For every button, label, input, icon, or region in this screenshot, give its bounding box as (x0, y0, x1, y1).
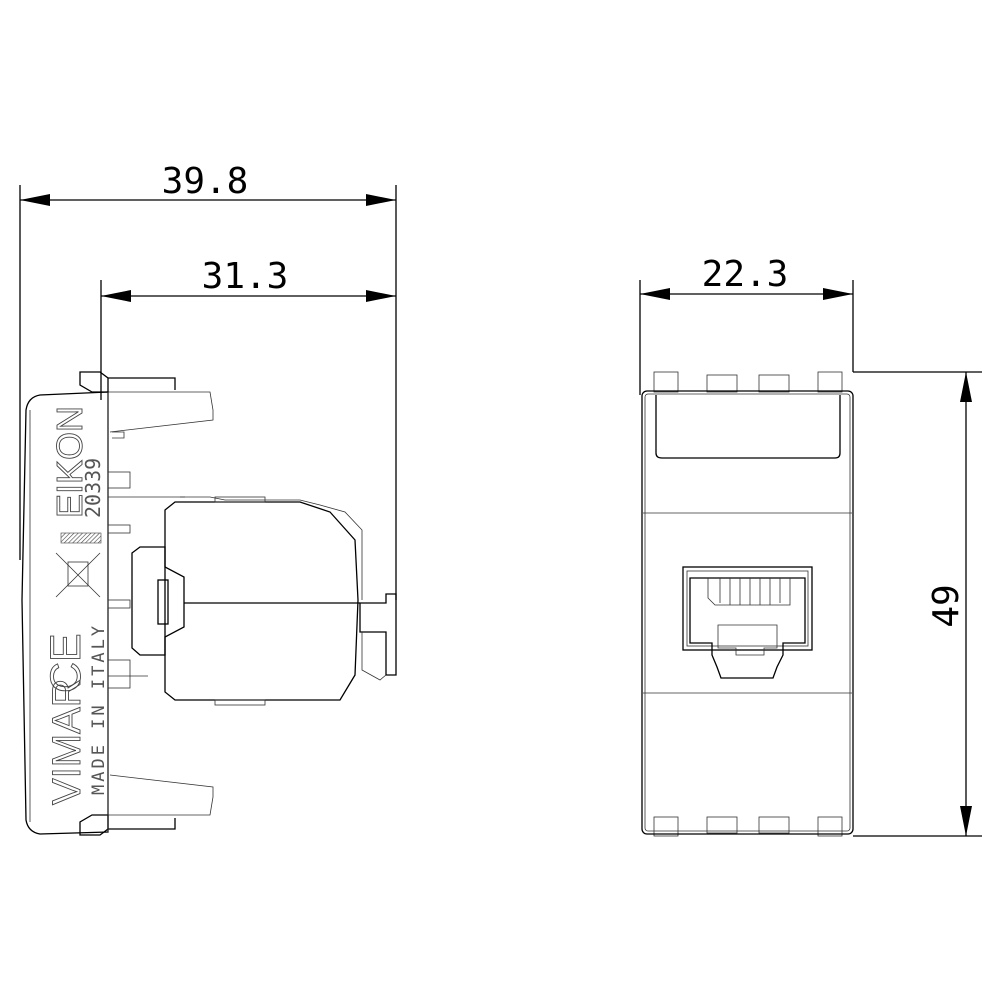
hatched-mark (60, 532, 102, 544)
dimension-label: 31.3 (202, 256, 289, 297)
weee-bin-icon (55, 552, 101, 598)
module-frame (641, 390, 854, 835)
code-marking: 20339 (81, 458, 105, 518)
rj45-socket-icon (682, 566, 813, 679)
label-window (655, 395, 841, 459)
dimension-body-depth: 31.3 (100, 256, 396, 400)
dimension-label: 22.3 (702, 254, 789, 295)
series-marking: EIKON (49, 406, 90, 518)
ce-marking: CE (42, 633, 90, 693)
dimension-width: 22.3 (639, 254, 854, 395)
brand-marking: VIMAR (45, 678, 89, 805)
dimension-label: 49 (926, 584, 967, 627)
dimension-label: 39.8 (162, 161, 249, 202)
dimension-height: 49 (853, 371, 982, 837)
side-view: VIMAR CE EIKON MADE IN ITALY 20339 (21, 371, 397, 836)
origin-marking: MADE IN ITALY (89, 623, 109, 795)
dimension-overall-depth: 39.8 (19, 161, 397, 600)
top-tabs (653, 371, 843, 837)
front-view (641, 371, 854, 837)
product-markings: VIMAR CE EIKON MADE IN ITALY 20339 (42, 406, 109, 806)
